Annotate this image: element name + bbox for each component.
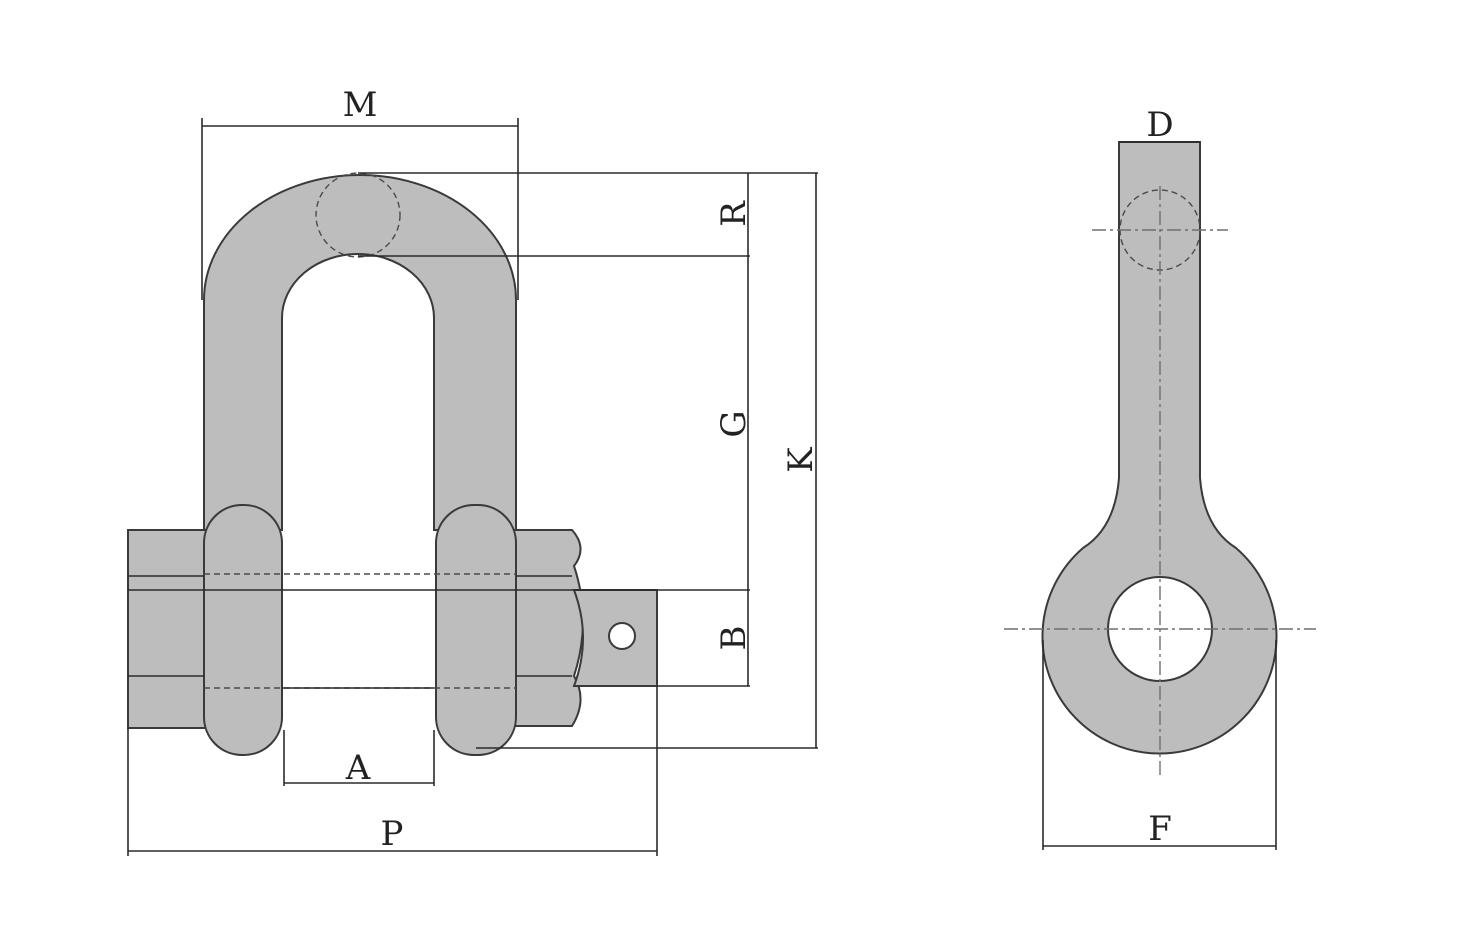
dimension-label-p: P — [381, 814, 404, 854]
dimension-label-d: D — [1146, 105, 1173, 145]
side-dimensions: D F — [1042, 105, 1277, 850]
front-dimensions: M R G B K A P — [127, 85, 821, 856]
dimension-label-k: K — [781, 447, 821, 473]
shackle-side-view — [1004, 141, 1316, 778]
pin-end — [509, 529, 584, 727]
shackle-front-view — [127, 172, 658, 756]
cotter-hole — [608, 622, 636, 650]
right-eye-lug — [435, 504, 517, 756]
shackle-bow — [203, 174, 517, 531]
dimension-label-a: A — [345, 748, 371, 788]
dimension-label-b: B — [714, 626, 754, 651]
dimension-label-r: R — [714, 200, 754, 227]
dimension-label-m: M — [343, 85, 378, 125]
left-eye-lug — [203, 504, 283, 756]
dimension-label-g: G — [714, 410, 754, 437]
pin-nut — [127, 529, 209, 729]
dimension-label-f: F — [1148, 809, 1172, 849]
